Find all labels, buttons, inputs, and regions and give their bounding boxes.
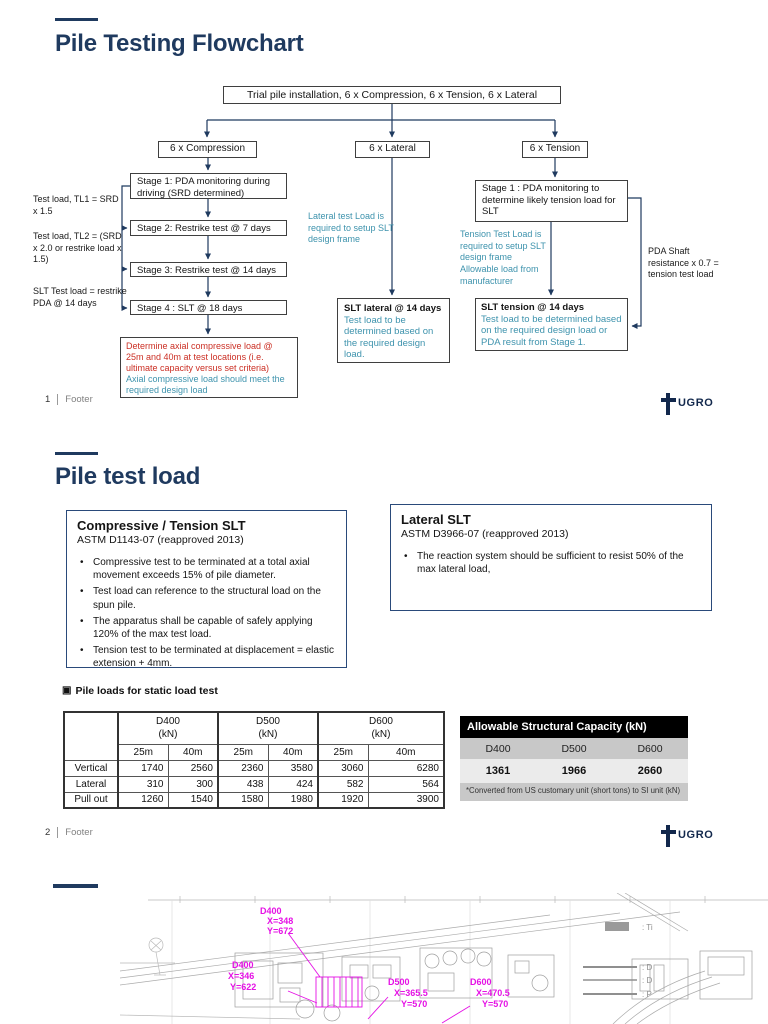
note-pda-shaft: PDA Shaft resistance x 0.7 = tension tes… — [648, 246, 719, 280]
svg-text:Y=622: Y=622 — [230, 982, 256, 992]
depth-header-row: 25m 40m 25m 40m 25m 40m — [64, 743, 445, 761]
site-plan-map: : Ti : D : D : P D — [120, 893, 768, 1024]
slide2-title: Pile test load — [55, 463, 201, 490]
slide2-page-number: 2 — [45, 827, 51, 838]
determine-red-text: Determine axial compressive load @ 25m a… — [126, 341, 273, 373]
slide2-footer: 2 Footer — [45, 827, 93, 838]
map-legend-label: : D — [642, 963, 652, 972]
svg-text:Y=672: Y=672 — [267, 926, 293, 936]
slt-tension-title: SLT tension @ 14 days — [481, 302, 585, 313]
svg-text:Y=570: Y=570 — [401, 999, 427, 1009]
note-test-load-tl2: Test load, TL2 = (SRD x 2.0 or restrike … — [33, 231, 122, 265]
legend-swatch-icon — [605, 922, 629, 931]
svg-text:D400: D400 — [232, 960, 254, 970]
fugro-mark-icon — [661, 825, 676, 847]
box2-title: Lateral SLT — [401, 512, 471, 527]
slide1-accent-line — [55, 18, 98, 21]
footer-label: Footer — [65, 394, 93, 405]
flow-root-box: Trial pile installation, 6 x Compression… — [223, 86, 561, 104]
svg-text:X=365.5: X=365.5 — [394, 988, 428, 998]
svg-text:D500: D500 — [388, 977, 410, 987]
flow-stage3-box: Stage 3: Restrike test @ 14 days — [130, 262, 287, 277]
group-header-d400: D400(kN) — [117, 711, 219, 745]
capacity-columns-row: D400 D500 D600 — [460, 738, 688, 759]
lateral-slt-box: Lateral SLT ASTM D3966-07 (reapproved 20… — [390, 504, 712, 611]
flow-stage1-box: Stage 1: PDA monitoring during driving (… — [130, 173, 287, 199]
box1-bullet-list: Compressive test to be terminated at a t… — [77, 556, 336, 671]
allowable-capacity-table: Allowable Structural Capacity (kN) D400 … — [460, 716, 688, 802]
flow-tension-stage1-box: Stage 1 : PDA monitoring to determine li… — [475, 180, 628, 222]
flow-stage2-box: Stage 2: Restrike test @ 7 days — [130, 220, 287, 236]
section-marker-icon: ▣ — [62, 685, 72, 696]
flow-branch-tension: 6 x Tension — [522, 141, 588, 158]
box2-subtitle: ASTM D3966-07 (reapproved 2013) — [401, 528, 569, 540]
footer-divider — [57, 394, 59, 405]
box1-title: Compressive / Tension SLT — [77, 518, 246, 533]
pile-test-annotations: D400 X=348 Y=672 D400 X=346 Y=622 D500 X… — [228, 906, 510, 1024]
flow-determine-box: Determine axial compressive load @ 25m a… — [120, 337, 298, 398]
caption-text: Pile loads for static load test — [75, 685, 218, 697]
determine-teal-text: Axial compressive load should meet the r… — [126, 373, 285, 395]
table-corner-cell — [63, 711, 119, 761]
map-legend: : Ti : D : D : P — [583, 922, 653, 999]
list-item: Test load can reference to the structura… — [77, 585, 336, 611]
slide2-accent-line — [55, 452, 98, 455]
list-item: Compressive test to be terminated at a t… — [77, 556, 336, 582]
note-slt-test-load: SLT Test load = restrike PDA @ 14 days — [33, 286, 127, 308]
svg-text:X=470.5: X=470.5 — [476, 988, 510, 998]
flow-branch-lateral: 6 x Lateral — [355, 141, 430, 158]
table-row: Vertical 1740 2560 2360 3580 3060 6280 — [63, 759, 445, 777]
box1-subtitle: ASTM D1143-07 (reapproved 2013) — [77, 534, 244, 546]
slt-tension-body: Test load to be determined based on the … — [481, 313, 622, 348]
slt-lateral-body: Test load to be determined based on the … — [344, 314, 434, 361]
svg-text:UGRO: UGRO — [678, 397, 713, 409]
flow-slt-lateral-box: SLT lateral @ 14 days Test load to be de… — [337, 298, 450, 363]
list-item: Tension test to be terminated at displac… — [77, 644, 336, 670]
flow-stage4-box: Stage 4 : SLT @ 18 days — [130, 300, 287, 315]
box2-bullet-list: The reaction system should be sufficient… — [401, 550, 701, 576]
pile-loads-table: D400(kN) D500(kN) D600(kN) 25m 40m 25m 4… — [63, 711, 445, 809]
map-legend-label: : P — [642, 990, 652, 999]
note-tension-test-load: Tension Test Load is required to setup S… — [460, 229, 546, 286]
fugro-mark-icon — [661, 393, 676, 415]
note-lateral-test-load: Lateral test Load is required to setup S… — [308, 211, 394, 245]
table-row: Lateral 310 300 438 424 582 564 — [63, 775, 445, 793]
map-linework — [120, 893, 768, 1024]
pile-loads-caption: ▣ Pile loads for static load test — [62, 685, 218, 697]
compressive-tension-slt-box: Compressive / Tension SLT ASTM D1143-07 … — [66, 510, 347, 671]
map-legend-label: : Ti — [642, 923, 653, 932]
slt-lateral-title: SLT lateral @ 14 days — [344, 303, 442, 314]
capacity-footnote: *Converted from US customary unit (short… — [460, 783, 688, 802]
pile-label-d400-a: D400 X=348 Y=672 — [260, 906, 293, 936]
fugro-logo: UGRO — [658, 391, 718, 422]
footer-label: Footer — [65, 827, 93, 838]
slide1-title: Pile Testing Flowchart — [55, 30, 304, 57]
svg-text:D400: D400 — [260, 906, 282, 916]
pile-label-d400-b: D400 X=346 Y=622 — [228, 960, 256, 992]
table-row: Pull out 1260 1540 1580 1980 1920 3900 — [63, 791, 445, 809]
group-header-d600: D600(kN) — [317, 711, 445, 745]
pile-label-d500: D500 X=365.5 Y=570 — [388, 977, 428, 1009]
capacity-values-row: 1361 1966 2660 — [460, 759, 688, 783]
flow-branch-compression: 6 x Compression — [158, 141, 257, 158]
slide1-footer: 1 Footer — [45, 394, 93, 405]
capacity-table-header: Allowable Structural Capacity (kN) — [460, 716, 688, 738]
svg-text:D600: D600 — [470, 977, 492, 987]
list-item: The reaction system should be sufficient… — [401, 550, 701, 576]
group-header-d500: D500(kN) — [217, 711, 319, 745]
fugro-logo: UGRO — [658, 823, 718, 854]
flow-slt-tension-box: SLT tension @ 14 days Test load to be de… — [475, 298, 628, 351]
svg-text:X=348: X=348 — [267, 916, 293, 926]
svg-text:UGRO: UGRO — [678, 829, 713, 841]
pile-label-d600: D600 X=470.5 Y=570 — [470, 977, 510, 1009]
slide1-page-number: 1 — [45, 394, 51, 405]
footer-divider — [57, 827, 59, 838]
slide3-accent-line — [53, 884, 98, 888]
note-test-load-tl1: Test load, TL1 = SRD x 1.5 — [33, 194, 119, 216]
list-item: The apparatus shall be capable of safely… — [77, 615, 336, 641]
svg-text:X=346: X=346 — [228, 971, 254, 981]
svg-text:Y=570: Y=570 — [482, 999, 508, 1009]
map-legend-label: : D — [642, 976, 652, 985]
